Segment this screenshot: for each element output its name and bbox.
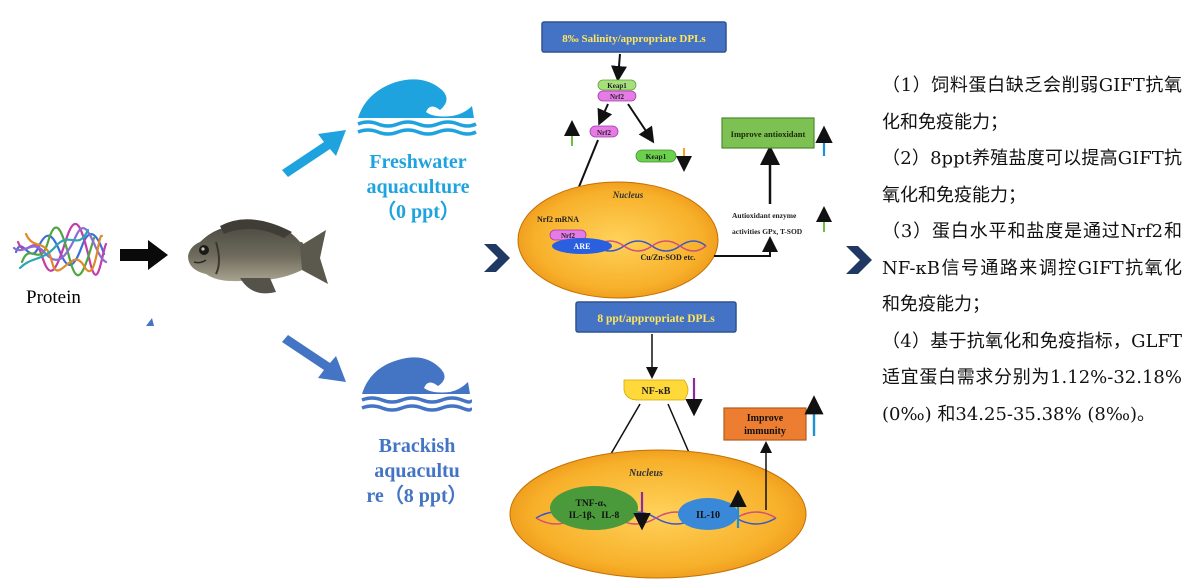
nucleus-nrf2-label: Nrf2 bbox=[561, 232, 575, 240]
tnf-line1: TNF-α、 bbox=[576, 499, 613, 509]
brackish-line1: Brackish bbox=[378, 435, 456, 457]
nrf2-pathway: 8‰ Salinity/appropriate DPLs Keap1 Nrf2 … bbox=[517, 21, 833, 299]
brackish-wave-icon bbox=[361, 357, 472, 412]
improve-immunity-line2: immunity bbox=[744, 426, 786, 437]
tnf-line2: IL-1β、IL-8 bbox=[569, 511, 620, 521]
conclusion-1: （1）饲料蛋白缺乏会削弱GIFT抗氧化和免疫能力； bbox=[882, 75, 1182, 133]
improve-antioxidant-box bbox=[721, 117, 815, 149]
freshwater-line2: aquaculture bbox=[366, 176, 470, 198]
chevron-right-icon bbox=[484, 244, 510, 272]
protein-to-fish-arrow bbox=[120, 240, 168, 270]
freshwater-line3: （0 ppt） bbox=[376, 201, 460, 223]
free-keap1-label: Keap1 bbox=[646, 152, 667, 161]
top-nucleus-label: Nucleus bbox=[612, 190, 644, 200]
conclusion-2: （2）8ppt养殖盐度可以提高GIFT抗氧化和免疫能力； bbox=[882, 148, 1182, 206]
bottom-nucleus bbox=[509, 449, 807, 579]
bottom-header-text: 8 ppt/appropriate DPLs bbox=[597, 313, 715, 325]
top-header-text: 8‰ Salinity/appropriate DPLs bbox=[562, 33, 706, 45]
conclusion-4: （4）基于抗氧化和免疫指标，GLFT适宜蛋白需求分别为1.12%-32.18% … bbox=[882, 330, 1182, 425]
are-label: ARE bbox=[574, 242, 591, 251]
nfkb-pathway: 8 ppt/appropriate DPLs NF-κB Nucleus TNF… bbox=[509, 301, 824, 579]
conclusion-3: （3）蛋白水平和盐度是通过Nrf2和NF-κB信号通路来调控GIFT抗氧化和免疫… bbox=[882, 221, 1182, 315]
freshwater-label: Freshwater aquaculture （0 ppt） bbox=[358, 150, 478, 225]
il10-label: IL-10 bbox=[696, 510, 720, 521]
enzyme-line2: activities GPx, T-SOD bbox=[732, 227, 803, 236]
free-nrf2-label: Nrf2 bbox=[597, 129, 611, 137]
small-triangle-mark bbox=[146, 318, 154, 326]
improve-immunity-box bbox=[723, 407, 807, 441]
nfkb-label: NF-κB bbox=[642, 386, 671, 397]
improve-immunity-line1: Improve bbox=[747, 413, 784, 424]
brackish-branch-arrow bbox=[282, 335, 346, 382]
freshwater-wave-icon bbox=[357, 79, 477, 136]
top-nucleus bbox=[517, 181, 719, 299]
brackish-line2: aquacultu bbox=[374, 460, 460, 482]
brackish-line3: re（8 ppt） bbox=[366, 485, 468, 507]
freshwater-branch-arrow bbox=[282, 130, 346, 177]
brackish-label: Brackish aquacultu re（8 ppt） bbox=[362, 434, 472, 509]
conclusions-list: （1）饲料蛋白缺乏会削弱GIFT抗氧化和免疫能力； （2）8ppt养殖盐度可以提… bbox=[882, 68, 1182, 433]
nrf2-mrna-label: Nrf2 mRNA bbox=[537, 215, 579, 224]
protein-structure-icon bbox=[12, 223, 108, 277]
bottom-nucleus-label: Nucleus bbox=[628, 468, 663, 479]
enzyme-line1: Autioxidant enzyme bbox=[732, 211, 797, 220]
complex-keap1-label: Keap1 bbox=[607, 82, 627, 90]
tilapia-fish-icon bbox=[188, 219, 328, 294]
improve-antioxidant-text: Improve antioxidant bbox=[731, 129, 806, 139]
complex-nrf2-label: Nrf2 bbox=[610, 93, 624, 101]
cuzn-sod-label: Cu/Zn-SOD etc. bbox=[640, 253, 695, 262]
freshwater-line1: Freshwater bbox=[369, 151, 467, 173]
protein-label: Protein bbox=[26, 287, 81, 308]
chevron-right-icon bbox=[846, 246, 872, 274]
bottom-header-box bbox=[575, 301, 737, 333]
top-header-box bbox=[541, 21, 727, 53]
